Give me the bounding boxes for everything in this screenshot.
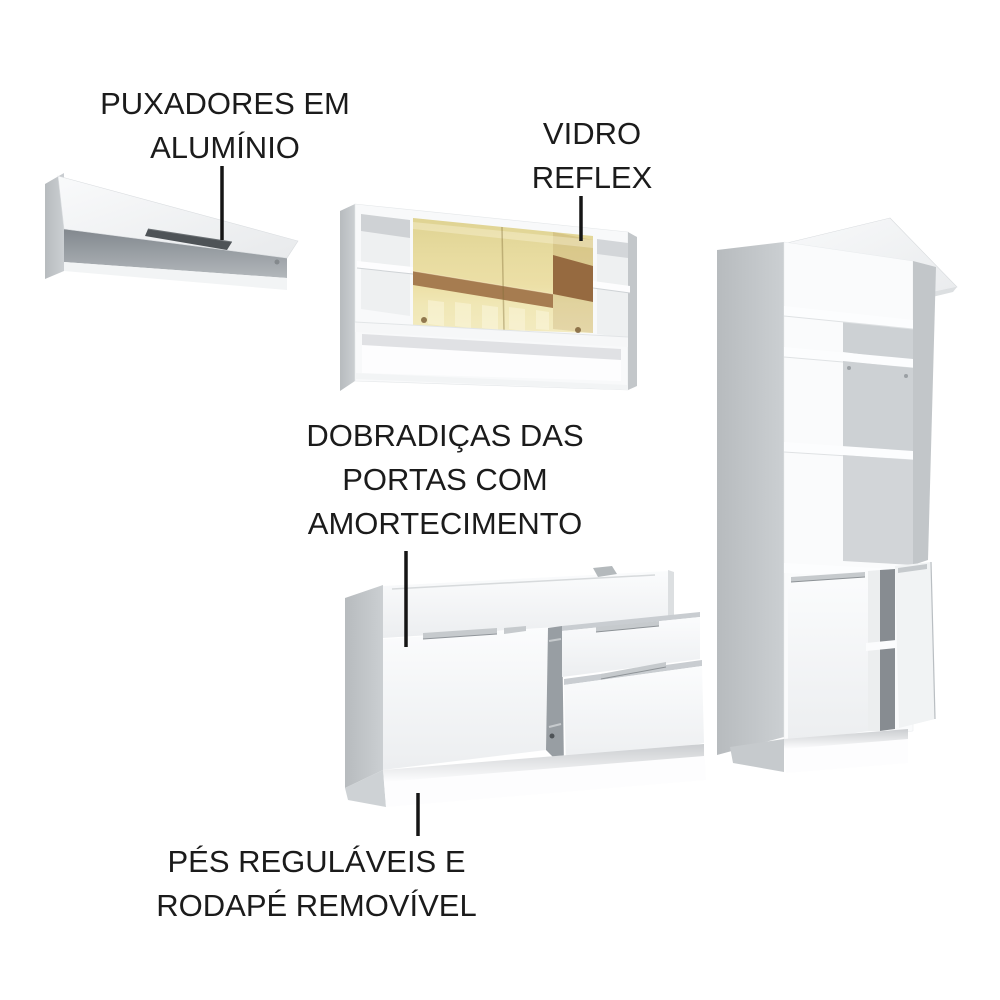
tall-plinth-recess-shadow xyxy=(784,729,908,749)
glass-knob xyxy=(575,327,581,333)
glass-cabinet-right-edge xyxy=(628,232,637,390)
door-gap-interior xyxy=(868,570,880,731)
wall-cabinet-interior xyxy=(64,228,287,278)
glass-cabinet-graphic xyxy=(340,203,637,391)
door-gap-dark xyxy=(880,569,895,731)
shelf-pin xyxy=(847,366,851,370)
shelf-edge xyxy=(783,315,914,330)
handle-shadow xyxy=(600,666,667,680)
aluminum-profile-handle xyxy=(423,628,497,639)
bottom-lip xyxy=(355,373,628,390)
sink-box-top-rim xyxy=(382,569,669,586)
aluminum-profile-handle xyxy=(791,572,865,582)
glass-jar-reflection xyxy=(509,307,525,331)
bottom-shelf-shadow xyxy=(362,334,621,360)
left-shelf-shadow xyxy=(361,214,410,238)
wall-cabinet-open-door xyxy=(57,175,299,259)
handle-shadow xyxy=(595,625,660,633)
handle-highlight xyxy=(147,228,233,243)
left-shelf-board xyxy=(357,261,413,274)
tall-plinth-side xyxy=(730,739,784,772)
glass-band-front xyxy=(413,271,553,308)
sink-box-corner xyxy=(593,566,617,577)
left-shelf-edge xyxy=(356,267,414,275)
callout-soft-close-hinges: DOBRADIÇAS DAS PORTAS COM AMORTECIMENTO xyxy=(306,418,584,541)
callout-adjustable-feet: PÉS REGULÁVEIS E RODAPÉ REMOVÍVEL xyxy=(156,844,477,923)
tall-left-door xyxy=(788,571,868,743)
right-shelf-shadow xyxy=(597,239,628,258)
sink-box-right-edge xyxy=(668,570,674,620)
tall-right-door-open xyxy=(895,562,935,728)
base-plinth-side xyxy=(345,770,386,807)
right-door-edge xyxy=(930,561,936,720)
aluminum-profile-handle xyxy=(504,626,526,634)
drawer-rail xyxy=(548,638,562,642)
middle-divider-edge xyxy=(354,321,629,338)
glass-band-highlight xyxy=(412,270,554,295)
shelf-board xyxy=(784,347,913,368)
back-panel xyxy=(843,361,913,452)
middle-divider-board xyxy=(355,322,628,347)
base-left-door xyxy=(383,628,548,770)
tall-cabinet-right-inner xyxy=(913,261,936,565)
base-cabinet-side-panel xyxy=(345,585,383,788)
tall-cabinet-graphic xyxy=(717,217,958,773)
back-panel xyxy=(843,455,913,565)
aluminum-profile-handle xyxy=(596,621,659,632)
sink-box-front xyxy=(383,570,668,638)
reflex-glass-panel xyxy=(412,218,593,333)
callout-reflex-glass: VIDRO REFLEX xyxy=(531,116,653,195)
handle-shadow xyxy=(790,576,866,583)
glass-jar-reflection xyxy=(428,300,444,326)
glass-jar-reflection xyxy=(536,310,549,330)
hinge-dot xyxy=(274,259,280,265)
wall-cabinet-side-panel xyxy=(45,173,64,279)
glass-ceiling-reflection xyxy=(413,222,593,248)
glass-band-corner xyxy=(553,255,593,302)
right-shelf-board xyxy=(593,281,630,293)
aluminum-handle-icon xyxy=(145,229,232,250)
glass-jar-reflection xyxy=(455,302,471,328)
aluminum-profile-handle xyxy=(601,662,666,679)
upper-drawer-rim xyxy=(562,612,700,631)
base-cabinet-graphic xyxy=(345,566,706,807)
rail-bracket xyxy=(549,733,555,739)
handle-shadow xyxy=(422,633,498,640)
shelf-board xyxy=(784,442,913,460)
wall-cabinet-graphic xyxy=(45,173,299,290)
glass-jar-reflection xyxy=(482,305,498,330)
gap-shelf xyxy=(866,640,896,651)
bottom-open-shelf-interior xyxy=(362,334,621,381)
shelf-pin xyxy=(904,374,908,378)
wall-cabinet-bottom-lip xyxy=(64,262,287,290)
leader-lines xyxy=(220,166,583,836)
glass-knob xyxy=(421,317,427,323)
sink-box-inner-rim xyxy=(391,574,656,590)
base-plinth-recess-shadow xyxy=(383,744,704,782)
tall-cabinet-side-panel xyxy=(717,242,784,755)
glass-cabinet-side-panel xyxy=(340,204,355,391)
aluminum-profile-handle xyxy=(898,564,927,573)
callout-aluminum-handles: PUXADORES EM ALUMÍNIO xyxy=(100,86,350,165)
lower-drawer-front xyxy=(564,666,704,768)
drawer-cavity xyxy=(546,626,564,768)
right-shelf-edge xyxy=(592,287,631,294)
sliding-door-seam xyxy=(501,226,505,332)
drawer-rail xyxy=(548,723,562,728)
shelf-board xyxy=(784,306,913,329)
